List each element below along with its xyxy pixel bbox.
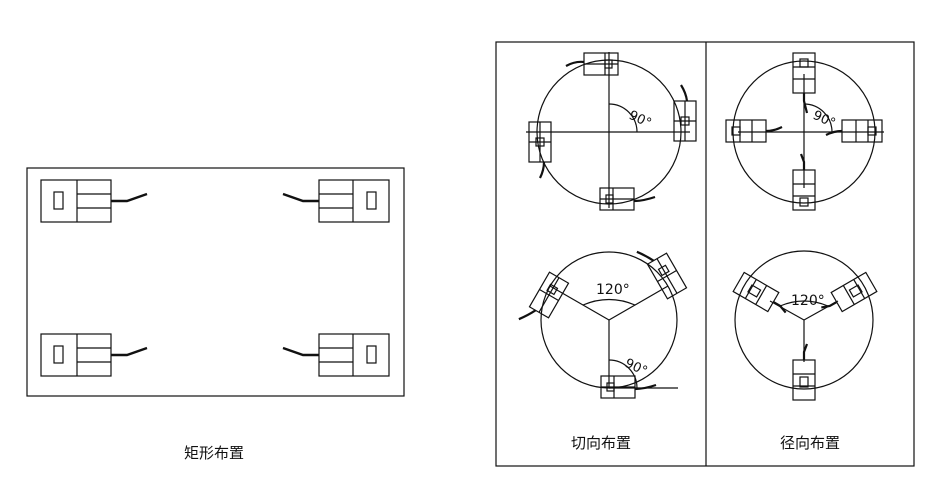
load-cell-right xyxy=(673,84,697,142)
tangential-four-layout xyxy=(526,52,697,211)
rectangular-layout xyxy=(26,167,405,397)
load-cell-left xyxy=(528,121,552,179)
angle-label: 120° xyxy=(791,293,825,309)
caption-radial: 径向布置 xyxy=(780,434,840,452)
load-cell-top-left xyxy=(39,178,149,224)
load-cell-bottom xyxy=(791,342,817,402)
load-cell-top xyxy=(565,52,619,76)
load-cell-bottom xyxy=(599,187,656,211)
load-cell-upper-right xyxy=(636,250,688,300)
load-cell-bottom-right xyxy=(281,332,391,378)
platform-outline xyxy=(26,167,405,397)
angle-label: 120° xyxy=(596,282,630,298)
angle-label: 90° xyxy=(626,108,653,131)
load-cell-top xyxy=(792,52,816,114)
circle-outline xyxy=(734,250,874,390)
load-cell-upper-left xyxy=(732,271,794,321)
load-cell-bottom xyxy=(792,153,816,211)
load-cell-upper-left xyxy=(518,271,570,321)
load-cell-left xyxy=(725,119,783,143)
radial-three-layout xyxy=(732,250,878,402)
circular-layouts-frame xyxy=(495,41,915,467)
load-cell-upper-right xyxy=(816,271,878,321)
radial-four-layout xyxy=(725,52,884,211)
load-cell-top-right xyxy=(281,178,391,224)
caption-rectangular: 矩形布置 xyxy=(184,444,244,462)
tangential-three-layout xyxy=(518,250,688,399)
load-cell-bottom-left xyxy=(39,332,149,378)
load-cell-right xyxy=(825,119,883,143)
angle-label: 90° xyxy=(810,108,837,131)
load-cell-bottom xyxy=(600,375,657,399)
caption-tangential: 切向布置 xyxy=(571,434,631,452)
